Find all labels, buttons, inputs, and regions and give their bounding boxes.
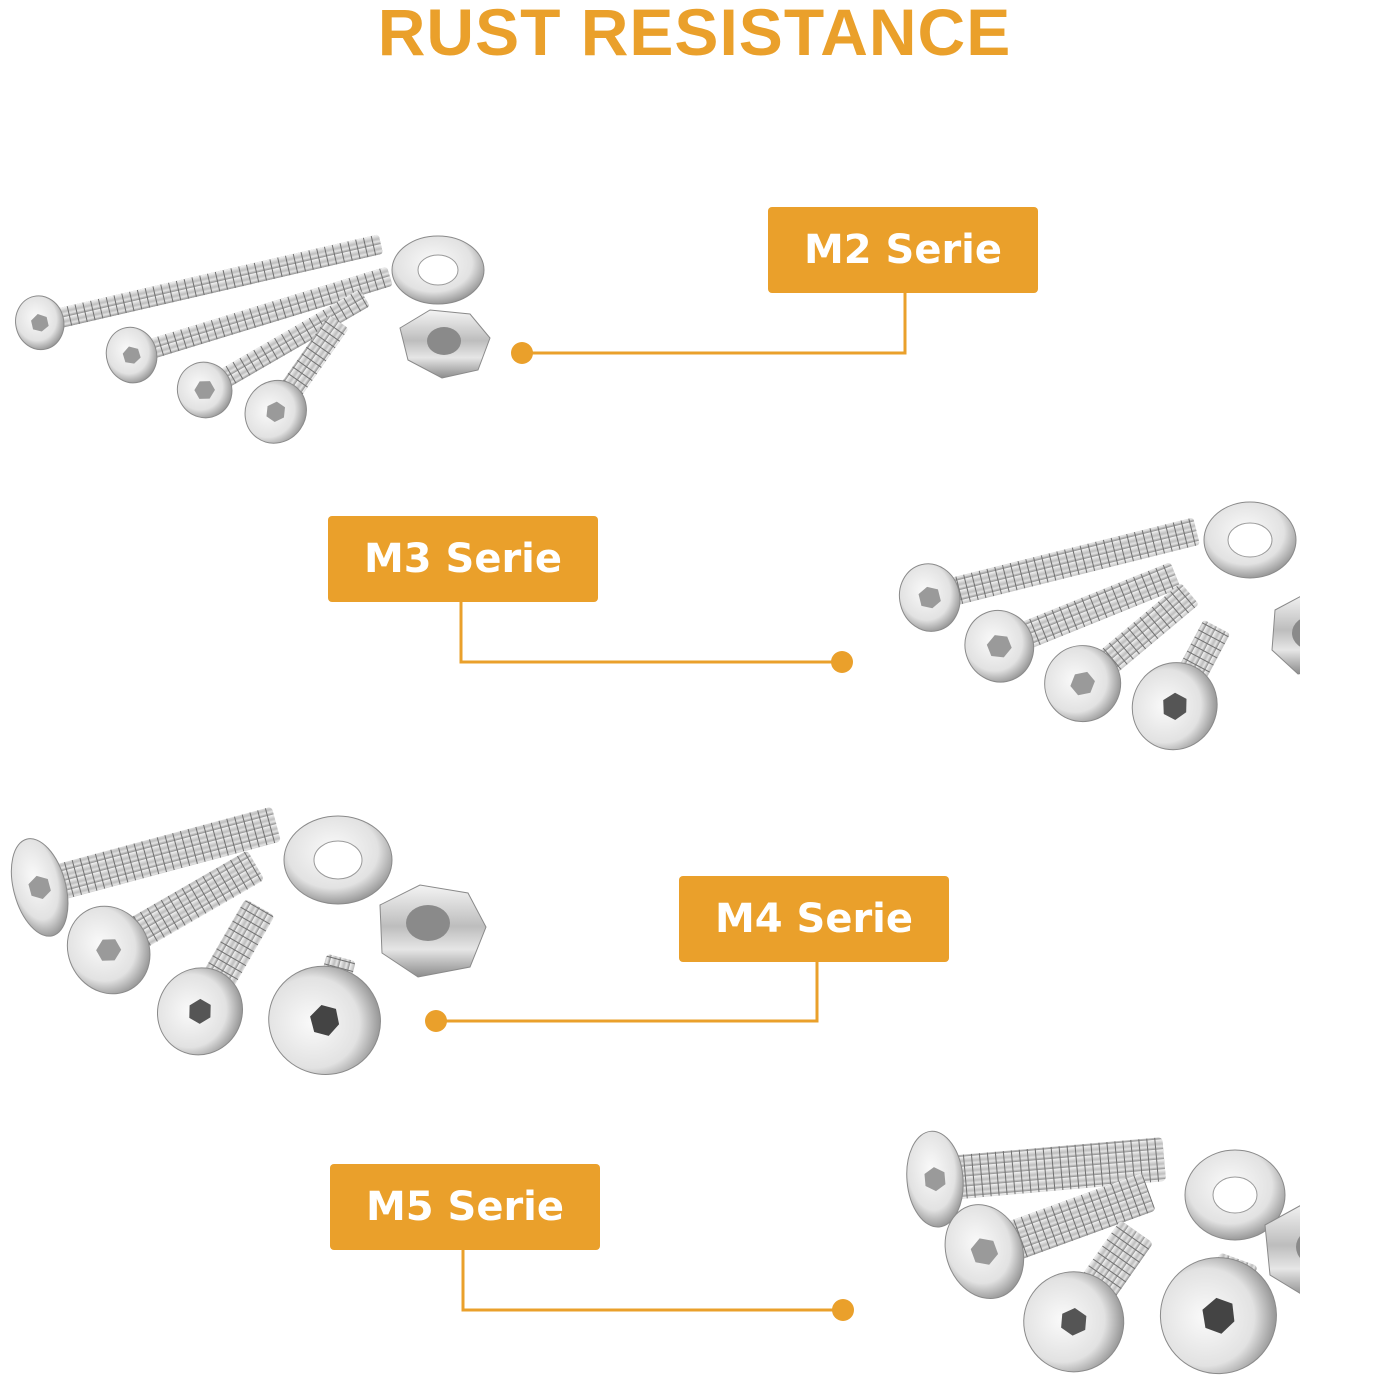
connector-dot-m5 <box>832 1299 854 1321</box>
screw-icon <box>944 1174 1155 1300</box>
m4-series-label: M4 Serie <box>679 876 949 962</box>
screw-icon <box>1159 1253 1277 1375</box>
m4-fastener-set <box>10 807 487 1075</box>
hex-nut-icon <box>1264 1205 1300 1294</box>
connector-m5 <box>461 1250 843 1312</box>
m2-fastener-set <box>15 234 491 444</box>
connector-dot-m3 <box>831 651 853 673</box>
screw-icon <box>10 807 281 937</box>
screw-icon <box>898 518 1200 632</box>
screw-icon <box>156 900 274 1056</box>
page-title: RUST RESISTANCE <box>377 0 1012 69</box>
screw-icon <box>105 267 392 384</box>
connector-dot-m2 <box>511 342 533 364</box>
washer-icon <box>283 815 393 905</box>
m3-fastener-set <box>898 501 1300 751</box>
hex-nut-icon <box>399 309 491 379</box>
hex-nut-icon <box>379 884 487 978</box>
connector-dot-m4 <box>425 1010 447 1032</box>
connector-m3 <box>459 600 842 664</box>
m5-series-label: M5 Serie <box>330 1164 600 1250</box>
screw-icon <box>15 234 383 351</box>
washer-icon <box>391 235 485 305</box>
washer-icon <box>1203 501 1297 579</box>
screw-icon <box>1044 584 1198 723</box>
screw-icon <box>964 563 1180 683</box>
washer-icon <box>1184 1149 1286 1241</box>
screw-icon <box>176 289 369 419</box>
hex-nut-icon <box>1271 596 1300 675</box>
connector-m4 <box>436 960 819 1023</box>
m2-series-label: M2 Serie <box>768 207 1038 293</box>
m3-series-label: M3 Serie <box>328 516 598 602</box>
screw-icon <box>1131 620 1230 751</box>
screw-icon <box>66 851 263 995</box>
screw-icon <box>244 315 348 444</box>
screw-icon <box>268 954 381 1075</box>
screw-icon <box>1023 1221 1152 1373</box>
connector-m2 <box>522 292 907 355</box>
screw-icon <box>906 1130 1166 1228</box>
m5-fastener-set <box>906 1130 1300 1375</box>
